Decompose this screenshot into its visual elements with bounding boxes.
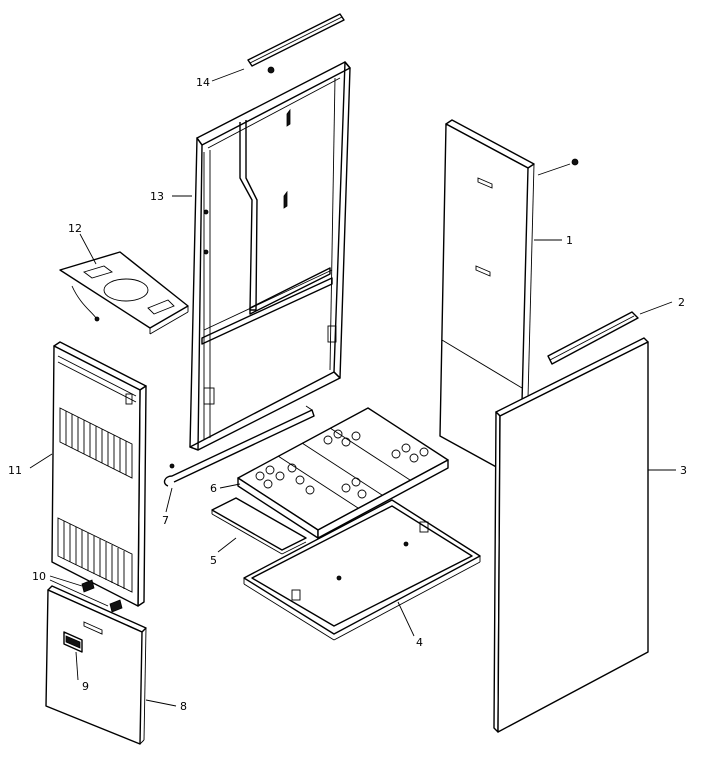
callout-3: 3 <box>680 464 687 477</box>
lower-louvers <box>57 517 133 593</box>
part-7-rod <box>163 405 315 487</box>
part-9-handle <box>63 631 83 653</box>
part-1-side-panel <box>439 119 579 481</box>
callout-labels: 14 13 12 1 2 3 4 5 6 7 11 10 9 8 <box>8 76 687 713</box>
part-10-clips <box>81 579 123 613</box>
part-12-filter-plate <box>59 251 189 335</box>
part-3-front-side-panel <box>493 337 649 733</box>
upper-louvers <box>59 407 133 479</box>
callout-1: 1 <box>566 234 573 247</box>
callout-6: 6 <box>210 482 217 495</box>
callout-9: 9 <box>82 680 89 693</box>
callout-11: 11 <box>8 464 22 477</box>
part-13-back-frame <box>189 61 351 451</box>
callout-14: 14 <box>196 76 210 89</box>
part-14-top-rail <box>247 13 345 74</box>
callout-7: 7 <box>162 514 169 527</box>
part-11-upper-front-panel <box>51 341 147 607</box>
callout-4: 4 <box>416 636 423 649</box>
part-5-flat-plate <box>211 497 307 555</box>
callout-13: 13 <box>150 190 164 203</box>
callout-2: 2 <box>678 296 685 309</box>
callout-5: 5 <box>210 554 217 567</box>
part-6-burner-tray <box>237 407 449 539</box>
burner-ports <box>255 429 429 499</box>
leader-lines <box>29 68 676 707</box>
part-2-side-rail <box>547 311 639 365</box>
part-4-base-frame <box>243 499 481 641</box>
part-8-lower-door <box>45 585 147 745</box>
callout-8: 8 <box>180 700 187 713</box>
callout-10: 10 <box>32 570 46 583</box>
callout-12: 12 <box>68 222 82 235</box>
